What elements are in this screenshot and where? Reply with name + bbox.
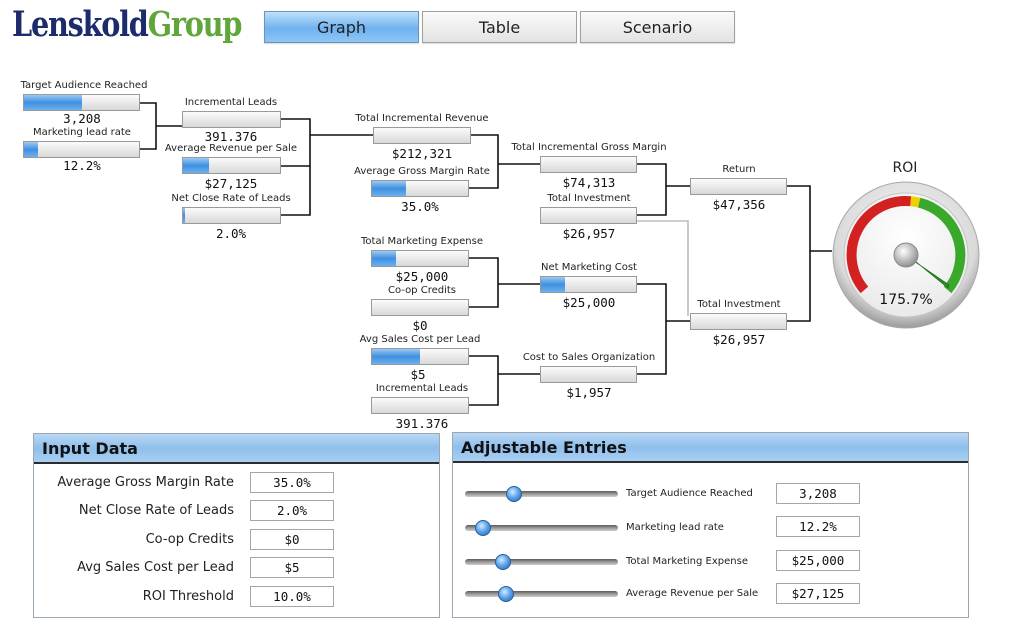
avg-gross-margin-rate-label: Average Gross Margin Rate <box>354 166 490 177</box>
adjustable-label-target-audience: Target Audience Reached <box>626 488 753 499</box>
slider-knob-marketing-lead-rate[interactable] <box>475 520 492 536</box>
total-incremental-revenue-value: $212,321 <box>391 146 453 161</box>
input-field-gross-margin[interactable]: 35.0% <box>250 472 334 493</box>
slider-marketing-lead-rate[interactable] <box>465 525 618 531</box>
cost-to-sales-org-bar <box>540 366 637 383</box>
avg-sales-cost-per-lead-bar[interactable] <box>371 348 469 365</box>
slider-knob-avg-revenue-per-sale[interactable] <box>498 586 515 602</box>
company-logo: LenskoldGroup <box>12 4 242 45</box>
return-bar <box>690 178 787 195</box>
return-value: $47,356 <box>712 197 766 212</box>
total-investment-upper-value: $26,957 <box>562 226 616 241</box>
input-data-title: Input Data <box>34 434 439 464</box>
total-marketing-expense-value: $25,000 <box>395 269 449 284</box>
avg-sales-cost-per-lead-label: Avg Sales Cost per Lead <box>359 334 481 345</box>
input-label-roi-threshold: ROI Threshold <box>142 589 234 604</box>
return-label: Return <box>722 164 756 175</box>
adjustable-field-total-marketing-expense[interactable]: $25,000 <box>776 550 860 571</box>
target-audience-label: Target Audience Reached <box>20 80 148 91</box>
input-label-avg-sales-cost: Avg Sales Cost per Lead <box>77 560 234 575</box>
target-audience-value: 3,208 <box>63 111 101 126</box>
incremental-leads-lower-value: 391.376 <box>395 416 449 431</box>
adjustable-field-target-audience[interactable]: 3,208 <box>776 483 860 504</box>
avg-sales-cost-per-lead-value: $5 <box>410 367 426 382</box>
net-close-rate-value: 2.0% <box>215 226 247 241</box>
incremental-leads-lower-bar <box>371 397 469 414</box>
incremental-leads-bar <box>182 111 281 128</box>
net-marketing-cost-bar <box>540 276 637 293</box>
slider-avg-revenue-per-sale[interactable] <box>465 591 618 597</box>
adjustable-entries-title: Adjustable Entries <box>453 433 968 463</box>
input-field-coop-credits[interactable]: $0 <box>250 529 334 550</box>
target-audience-bar[interactable] <box>23 94 140 111</box>
total-incremental-revenue-label: Total Incremental Revenue <box>355 113 489 124</box>
tab-graph[interactable]: Graph <box>264 11 419 43</box>
avg-gross-margin-rate-bar[interactable] <box>371 180 469 197</box>
total-marketing-expense-fill <box>372 251 396 266</box>
avg-sales-cost-per-lead-fill <box>372 349 420 364</box>
total-incremental-revenue-bar <box>373 127 471 144</box>
tab-table[interactable]: Table <box>422 11 577 43</box>
adjustable-entries-panel: Adjustable Entries Target Audience Reach… <box>452 432 969 618</box>
adjustable-label-total-marketing-expense: Total Marketing Expense <box>626 556 748 567</box>
marketing-lead-rate-label: Marketing lead rate <box>33 127 131 138</box>
roi-value: 175.7% <box>879 292 933 308</box>
coop-credits-value: $0 <box>412 318 428 333</box>
net-marketing-cost-fill <box>541 277 565 292</box>
slider-knob-total-marketing-expense[interactable] <box>495 554 512 570</box>
slider-target-audience[interactable] <box>465 491 618 497</box>
total-investment-lower-bar <box>690 313 787 330</box>
net-close-rate-bar[interactable] <box>182 207 281 224</box>
net-close-rate-fill <box>183 208 185 223</box>
input-field-avg-sales-cost[interactable]: $5 <box>250 557 334 578</box>
input-field-roi-threshold[interactable]: 10.0% <box>250 586 334 607</box>
avg-revenue-per-sale-value: $27,125 <box>204 176 258 191</box>
incremental-leads-label: Incremental Leads <box>184 97 278 108</box>
total-incremental-gross-margin-value: $74,313 <box>562 175 616 190</box>
marketing-lead-rate-value: 12.2% <box>63 158 101 173</box>
cost-to-sales-org-label: Cost to Sales Organization <box>522 352 656 363</box>
avg-revenue-per-sale-label: Average Revenue per Sale <box>164 143 298 154</box>
total-incremental-gross-margin-bar <box>540 156 637 173</box>
total-investment-upper-label: Total Investment <box>547 193 631 204</box>
adjustable-field-avg-revenue-per-sale[interactable]: $27,125 <box>776 583 860 604</box>
net-marketing-cost-label: Net Marketing Cost <box>541 262 637 273</box>
total-marketing-expense-bar[interactable] <box>371 250 469 267</box>
coop-credits-label: Co-op Credits <box>387 285 456 296</box>
total-investment-lower-value: $26,957 <box>712 332 766 347</box>
net-marketing-cost-value: $25,000 <box>562 295 616 310</box>
coop-credits-bar[interactable] <box>371 299 469 316</box>
input-data-panel: Input Data Average Gross Margin Rate 35.… <box>33 433 440 618</box>
slider-knob-target-audience[interactable] <box>505 486 522 502</box>
incremental-leads-lower-label: Incremental Leads <box>375 383 469 394</box>
total-incremental-gross-margin-label: Total Incremental Gross Margin <box>511 142 667 153</box>
input-label-gross-margin: Average Gross Margin Rate <box>57 475 234 490</box>
cost-to-sales-org-value: $1,957 <box>566 385 612 400</box>
marketing-lead-rate-fill <box>24 142 38 157</box>
marketing-lead-rate-bar[interactable] <box>23 141 140 158</box>
input-label-coop-credits: Co-op Credits <box>145 532 234 547</box>
slider-total-marketing-expense[interactable] <box>465 559 618 565</box>
roi-gauge <box>832 181 980 329</box>
total-investment-upper-bar <box>540 207 637 224</box>
tab-scenario[interactable]: Scenario <box>580 11 735 43</box>
avg-revenue-per-sale-fill <box>183 158 210 173</box>
total-investment-lower-label: Total Investment <box>697 299 781 310</box>
avg-gross-margin-rate-value: 35.0% <box>401 199 439 214</box>
adjustable-label-marketing-lead-rate: Marketing lead rate <box>626 522 724 533</box>
adjustable-label-avg-revenue-per-sale: Average Revenue per Sale <box>626 588 759 599</box>
incremental-leads-value: 391.376 <box>204 129 258 144</box>
target-audience-fill <box>24 95 82 110</box>
avg-gross-margin-rate-fill <box>372 181 406 196</box>
total-marketing-expense-label: Total Marketing Expense <box>361 236 483 247</box>
net-close-rate-label: Net Close Rate of Leads <box>171 193 291 204</box>
input-field-net-close-rate[interactable]: 2.0% <box>250 500 334 521</box>
input-label-net-close-rate: Net Close Rate of Leads <box>78 503 234 518</box>
adjustable-field-marketing-lead-rate[interactable]: 12.2% <box>776 516 860 537</box>
avg-revenue-per-sale-bar[interactable] <box>182 157 281 174</box>
roi-title: ROI <box>892 160 918 176</box>
